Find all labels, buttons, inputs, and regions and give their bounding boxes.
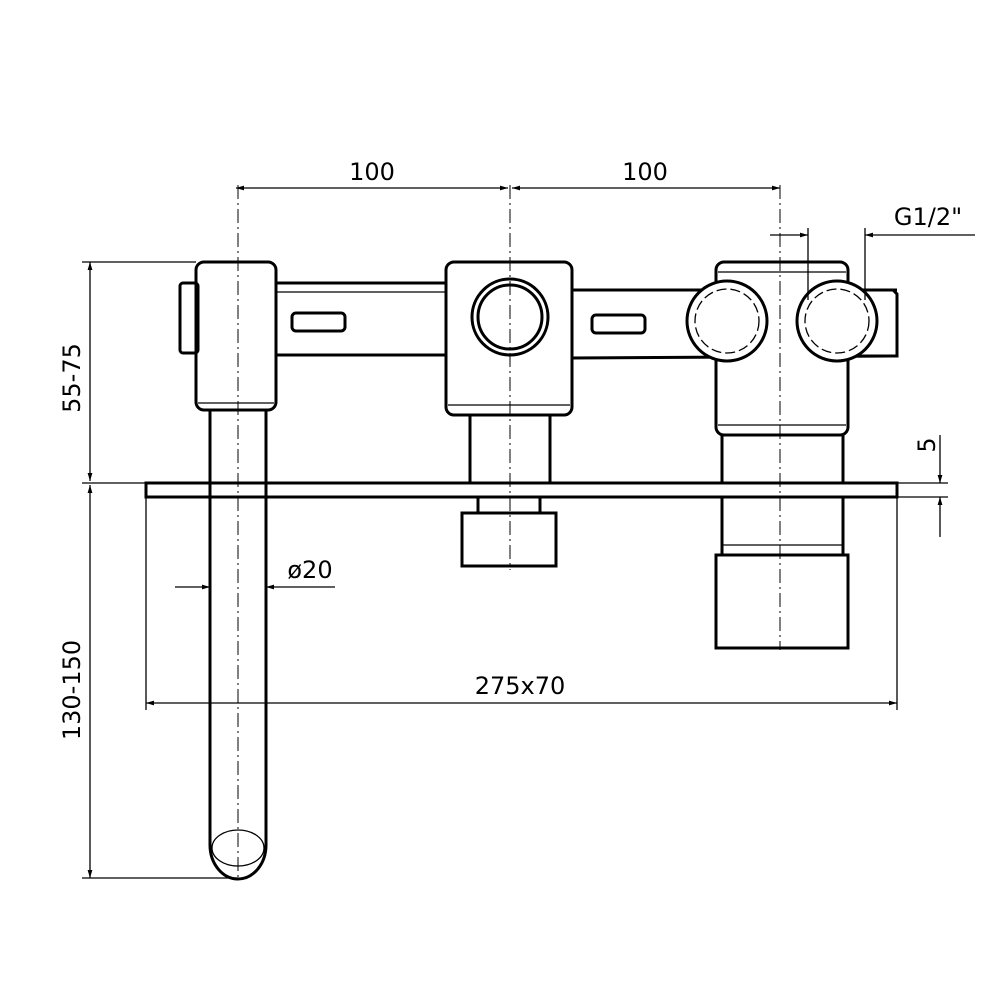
dim-spout-projection: 130-150 (58, 640, 86, 740)
wall-plate (144, 481, 899, 499)
dim-plate-size: 275x70 (475, 672, 566, 700)
dim-thread: G1/2" (894, 203, 962, 231)
dim-spacing-left: 100 (349, 158, 395, 186)
dimension-plate-thickness: 5 (897, 435, 948, 537)
right-valve-body (571, 185, 899, 650)
dim-body-projection: 55-75 (58, 343, 86, 413)
slot (290, 311, 347, 333)
dimension-thread: G1/2" (770, 203, 975, 300)
spout-assembly (178, 185, 446, 881)
dimension-spout-diameter: ø20 (175, 556, 335, 590)
dim-spout-diameter: ø20 (287, 556, 332, 584)
dim-plate-thickness: 5 (913, 437, 941, 452)
dimension-left: 55-75 130-150 (58, 261, 238, 879)
slot (590, 313, 647, 335)
dimension-plate: 275x70 (145, 497, 898, 710)
dimension-top: 100 100 (236, 158, 780, 191)
dim-spacing-right: 100 (622, 158, 668, 186)
middle-valve-body (444, 185, 574, 570)
